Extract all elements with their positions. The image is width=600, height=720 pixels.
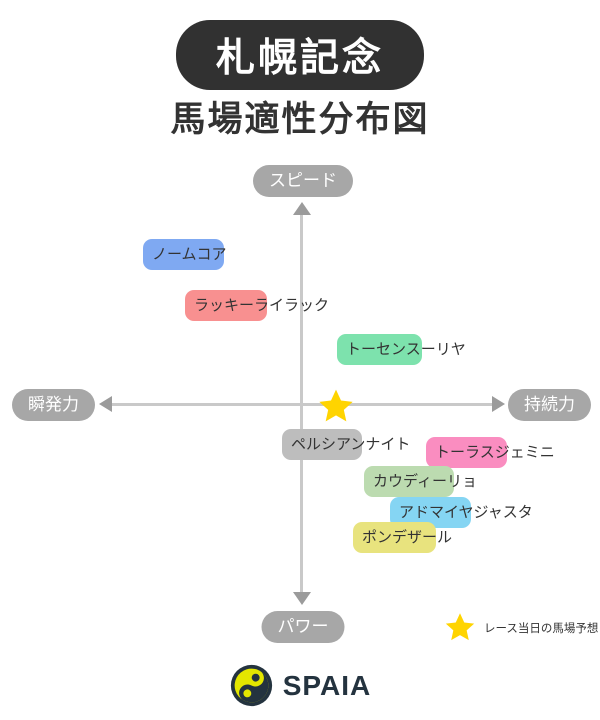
axis-label-stamina: 持続力 (508, 389, 591, 421)
race-title: 札幌記念 (215, 37, 385, 80)
legend: レース当日の馬場予想 (443, 611, 598, 645)
legend-label: レース当日の馬場予想 (484, 623, 599, 635)
horse-label: アドマイヤジャスタ (390, 497, 533, 528)
horse-label: ノームコア (143, 239, 227, 270)
chart-subtitle: 馬場適性分布図 (170, 100, 430, 139)
footer-brand: SPAIA (0, 663, 600, 708)
axis-label-power: パワー (261, 611, 345, 643)
legend-star-icon (445, 613, 475, 641)
axis-label-burst: 瞬発力 (12, 389, 95, 421)
vertical-axis-line (300, 208, 303, 596)
horizontal-axis-line (105, 403, 499, 406)
axis-arrow-down-icon (293, 592, 311, 605)
track-forecast-star-icon (319, 389, 353, 422)
axis-arrow-left-icon (99, 396, 112, 412)
race-title-badge: 札幌記念 (175, 20, 425, 90)
horse-label: ペルシアンナイト (282, 429, 410, 460)
axis-label-speed: スピード (253, 165, 353, 197)
brand-name: SPAIA (282, 669, 372, 701)
horse-label: トーセンスーリヤ (337, 334, 466, 365)
axis-arrow-up-icon (293, 202, 311, 215)
horse-label: トーラスジェミニ (426, 437, 555, 468)
axis-arrow-right-icon (492, 396, 505, 412)
spaia-logo-icon (230, 664, 272, 707)
horse-label: ポンデザール (353, 522, 452, 553)
horse-label: ラッキーライラック (185, 290, 329, 321)
horse-label: カウディーリョ (364, 466, 477, 497)
